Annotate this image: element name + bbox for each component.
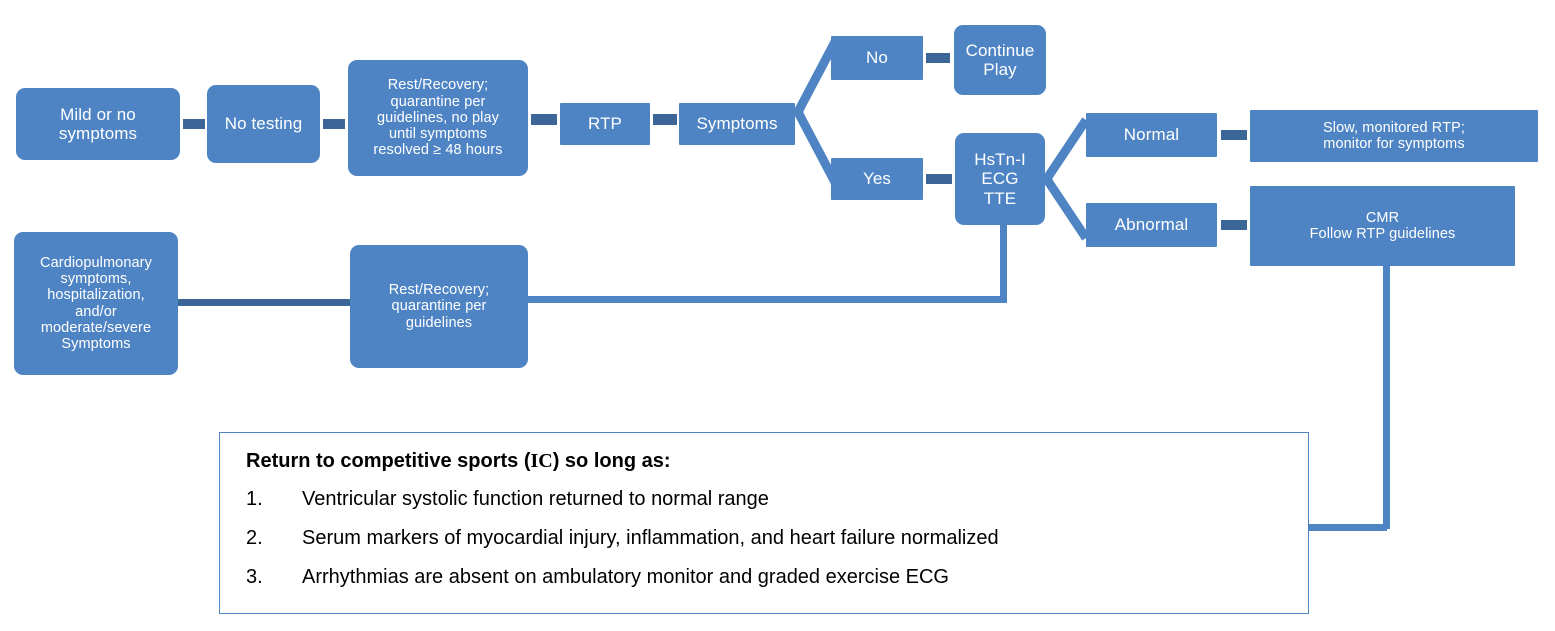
connector-rest-to-hstni-vertical xyxy=(1000,224,1007,302)
node-label: Symptoms xyxy=(696,114,778,134)
node-label: HsTn-I ECG TTE xyxy=(974,150,1026,208)
node-slow-monitored-rtp[interactable]: Slow, monitored RTP; monitor for symptom… xyxy=(1250,110,1538,162)
criteria-item-number: 2. xyxy=(246,527,263,549)
node-label: Mild or no symptoms xyxy=(58,104,138,143)
connector-rest-to-hstni-horizontal xyxy=(528,296,1007,303)
node-rest-recovery-full[interactable]: Rest/Recovery; quarantine per guidelines… xyxy=(348,60,528,176)
branch-chevron-symptoms xyxy=(793,35,841,189)
node-label: Normal xyxy=(1123,125,1180,145)
criteria-item: 1. Ventricular systolic function returne… xyxy=(246,488,769,511)
connector-mild-to-notesting xyxy=(183,119,205,129)
node-label: Continue Play xyxy=(965,40,1035,79)
node-label: Yes xyxy=(862,169,892,189)
node-label: Slow, monitored RTP; monitor for symptom… xyxy=(1323,119,1465,152)
node-rest-recovery-short[interactable]: Rest/Recovery; quarantine per guidelines xyxy=(350,245,528,368)
criteria-heading-prefix: Return to competitive sports ( xyxy=(246,450,531,472)
node-cardiopulmonary-symptoms[interactable]: Cardiopulmonary symptoms, hospitalizatio… xyxy=(14,232,178,375)
node-label: Rest/Recovery; quarantine per guidelines… xyxy=(373,77,503,159)
criteria-item-text: Ventricular systolic function returned t… xyxy=(302,488,769,510)
connector-normal-to-slow-rtp xyxy=(1221,130,1247,140)
node-no-testing[interactable]: No testing xyxy=(207,85,320,163)
node-label: CMR Follow RTP guidelines xyxy=(1309,209,1456,242)
node-symptoms[interactable]: Symptoms xyxy=(679,103,795,145)
connector-cmr-to-criteria-vertical xyxy=(1383,264,1390,529)
node-rtp[interactable]: RTP xyxy=(560,103,650,145)
node-hstni-ecg-tte[interactable]: HsTn-I ECG TTE xyxy=(955,133,1045,225)
criteria-heading-serif: IC xyxy=(530,450,553,472)
connector-abnormal-to-cmr xyxy=(1221,220,1247,230)
connector-no-to-continue-play xyxy=(926,53,950,63)
node-label: RTP xyxy=(588,114,622,134)
node-label: Rest/Recovery; quarantine per guidelines xyxy=(388,282,490,331)
criteria-item-text: Serum markers of myocardial injury, infl… xyxy=(302,527,999,549)
node-label: Cardiopulmonary symptoms, hospitalizatio… xyxy=(40,254,152,352)
criteria-item-number: 3. xyxy=(246,566,263,588)
node-label: No testing xyxy=(224,114,303,134)
node-branch-normal[interactable]: Normal xyxy=(1086,113,1217,157)
criteria-item: 2. Serum markers of myocardial injury, i… xyxy=(246,527,999,550)
criteria-panel: Return to competitive sports (IC) so lon… xyxy=(219,432,1309,614)
node-cmr-follow-rtp[interactable]: CMR Follow RTP guidelines xyxy=(1250,186,1515,266)
criteria-item: 3. Arrhythmias are absent on ambulatory … xyxy=(246,566,949,589)
criteria-item-number: 1. xyxy=(246,488,263,510)
node-mild-or-no-symptoms[interactable]: Mild or no symptoms xyxy=(16,88,180,160)
connector-rest-to-rtp xyxy=(531,114,557,125)
node-label: Abnormal xyxy=(1114,215,1189,235)
connector-cardiopulmonary-to-rest xyxy=(178,299,350,306)
connector-rtp-to-symptoms xyxy=(653,114,677,125)
criteria-heading-suffix: ) so long as: xyxy=(552,450,671,472)
connector-yes-to-hstni xyxy=(926,174,952,184)
connector-cmr-to-criteria-horizontal xyxy=(1307,524,1387,531)
criteria-heading: Return to competitive sports (IC) so lon… xyxy=(246,450,671,473)
connector-notesting-to-rest xyxy=(323,119,345,129)
node-branch-yes[interactable]: Yes xyxy=(831,158,923,200)
criteria-item-text: Arrhythmias are absent on ambulatory mon… xyxy=(302,566,949,588)
branch-chevron-hstni xyxy=(1042,117,1090,241)
node-label: No xyxy=(866,48,888,68)
node-branch-abnormal[interactable]: Abnormal xyxy=(1086,203,1217,247)
node-branch-no[interactable]: No xyxy=(831,36,923,80)
node-continue-play[interactable]: Continue Play xyxy=(954,25,1046,95)
